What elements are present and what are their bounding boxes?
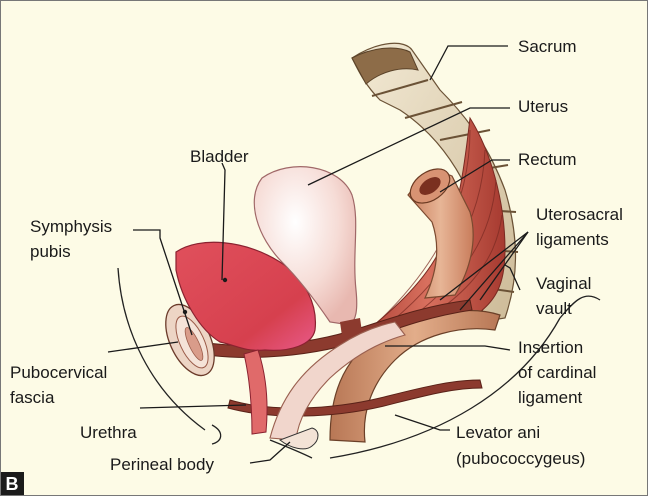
diagram-canvas: Sacrum Uterus Bladder Rectum Symphysis p…: [0, 0, 648, 496]
figure-border: [0, 0, 648, 496]
